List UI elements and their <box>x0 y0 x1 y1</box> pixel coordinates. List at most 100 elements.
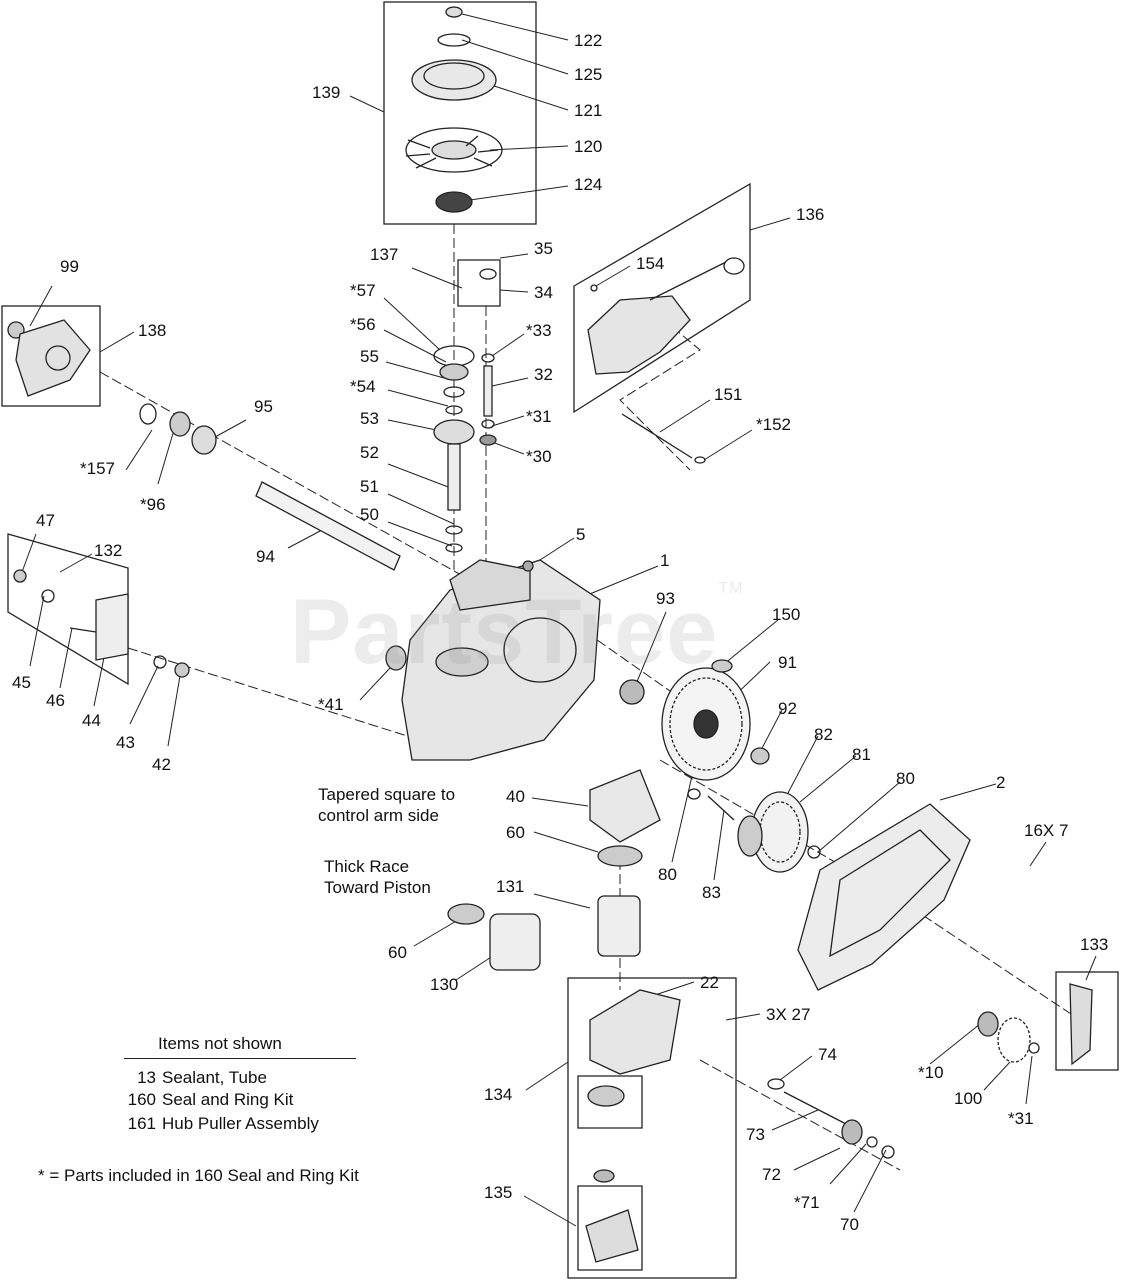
group-box-135-lower <box>577 1185 643 1271</box>
fan-pulley-assembly <box>405 6 503 213</box>
callout-138: 138 <box>138 321 167 340</box>
group-box-135-upper <box>577 1075 643 1129</box>
legend-row: 161 Hub Puller Assembly <box>112 1114 319 1134</box>
callout-1: 1 <box>660 551 670 570</box>
callout-33: *33 <box>526 321 552 340</box>
footnote-seal-kit: * = Parts included in 160 Seal and Ring … <box>38 1166 359 1185</box>
callout-51: 51 <box>360 477 379 496</box>
callout-31b: *31 <box>1008 1109 1034 1128</box>
control-arm-assembly <box>587 257 745 464</box>
callout-135: 135 <box>484 1183 513 1202</box>
callout-45: 45 <box>12 673 31 692</box>
partstree-watermark: PartsTreeTM <box>290 580 744 683</box>
group-box-136 <box>573 182 751 414</box>
callout-32: 32 <box>534 365 553 384</box>
callout-47: 47 <box>36 511 55 530</box>
callout-30: *30 <box>526 447 552 466</box>
callout-54: *54 <box>350 377 376 396</box>
group-box-134 <box>567 977 737 1279</box>
callout-5: 5 <box>576 525 586 544</box>
callout-10: *10 <box>918 1063 944 1082</box>
callout-154: 154 <box>636 254 665 273</box>
legend-item-description: Seal and Ring Kit <box>162 1090 294 1109</box>
callout-72: 72 <box>762 1165 781 1184</box>
callout-151: 151 <box>714 385 743 404</box>
legend-title: Items not shown <box>158 1034 282 1053</box>
callout-44: 44 <box>82 711 101 730</box>
callout-137: 137 <box>370 245 399 264</box>
axle-hub-assembly <box>7 319 401 571</box>
group-box-139 <box>383 1 537 225</box>
callout-136: 136 <box>796 205 825 224</box>
callout-93: 93 <box>656 589 675 608</box>
callout-92: 92 <box>778 699 797 718</box>
callout-42: 42 <box>152 755 171 774</box>
callout-152: *152 <box>756 415 791 434</box>
callout-53: 53 <box>360 409 379 428</box>
callout-60a: 60 <box>506 823 525 842</box>
center-section <box>447 769 681 1075</box>
callout-82: 82 <box>814 725 833 744</box>
legend-row: 160 Seal and Ring Kit <box>112 1090 294 1110</box>
callout-41: *41 <box>318 695 344 714</box>
callout-80b: 80 <box>658 865 677 884</box>
callout-120: 120 <box>574 137 603 156</box>
main-housing <box>385 559 601 761</box>
group-box-133 <box>1055 971 1119 1071</box>
callout-57: *57 <box>350 281 376 300</box>
callout-34: 34 <box>534 283 553 302</box>
callout-35: 35 <box>534 239 553 258</box>
group-box-137 <box>457 259 501 307</box>
callout-133: 133 <box>1080 935 1109 954</box>
callout-139: 139 <box>312 83 341 102</box>
callout-46: 46 <box>46 691 65 710</box>
shaft-stack <box>433 268 497 553</box>
callout-95: 95 <box>254 397 273 416</box>
output-shaft-parts <box>767 983 1093 1159</box>
side-cover <box>797 803 971 991</box>
legend-item-description: Hub Puller Assembly <box>162 1114 319 1133</box>
callout-16x7: 16X 7 <box>1024 821 1069 840</box>
callout-70: 70 <box>840 1215 859 1234</box>
callout-31a: *31 <box>526 407 552 426</box>
legend-item-number: 161 <box>127 1114 156 1133</box>
callout-122: 122 <box>574 31 603 50</box>
callout-80a: 80 <box>896 769 915 788</box>
callout-91: 91 <box>778 653 797 672</box>
callout-52: 52 <box>360 443 379 462</box>
bypass-plate-group <box>13 569 190 678</box>
callout-56: *56 <box>350 315 376 334</box>
callout-2: 2 <box>996 773 1006 792</box>
legend-item-description: Sealant, Tube <box>162 1068 267 1087</box>
callout-121: 121 <box>574 101 603 120</box>
callout-22: 22 <box>700 973 719 992</box>
callout-134: 134 <box>484 1085 513 1104</box>
note-thick-race: Thick Race Toward Piston <box>324 857 431 897</box>
callout-60b: 60 <box>388 943 407 962</box>
leader-lines <box>21 13 1097 1227</box>
callout-43: 43 <box>116 733 135 752</box>
callout-40: 40 <box>506 787 525 806</box>
legend-row: 13 Sealant, Tube <box>112 1068 267 1088</box>
callout-83: 83 <box>702 883 721 902</box>
callout-150: 150 <box>772 605 801 624</box>
center-section-seals <box>585 1085 639 1263</box>
callout-132: 132 <box>94 541 123 560</box>
legend-item-number: 160 <box>127 1090 156 1109</box>
callout-157: *157 <box>80 459 115 478</box>
note-tapered-square: Tapered square to control arm side <box>318 785 456 825</box>
callout-96: *96 <box>140 495 166 514</box>
callout-81: 81 <box>852 745 871 764</box>
callout-130: 130 <box>430 975 459 994</box>
callout-74: 74 <box>818 1045 837 1064</box>
callout-73: 73 <box>746 1125 765 1144</box>
callout-3x27: 3X 27 <box>766 1005 811 1024</box>
callout-131: 131 <box>496 877 525 896</box>
legend-divider <box>124 1058 356 1059</box>
callout-94: 94 <box>256 547 275 566</box>
callout-124: 124 <box>574 175 603 194</box>
callout-50: 50 <box>360 505 379 524</box>
legend-item-number: 13 <box>137 1068 156 1087</box>
callout-99: 99 <box>60 257 79 276</box>
